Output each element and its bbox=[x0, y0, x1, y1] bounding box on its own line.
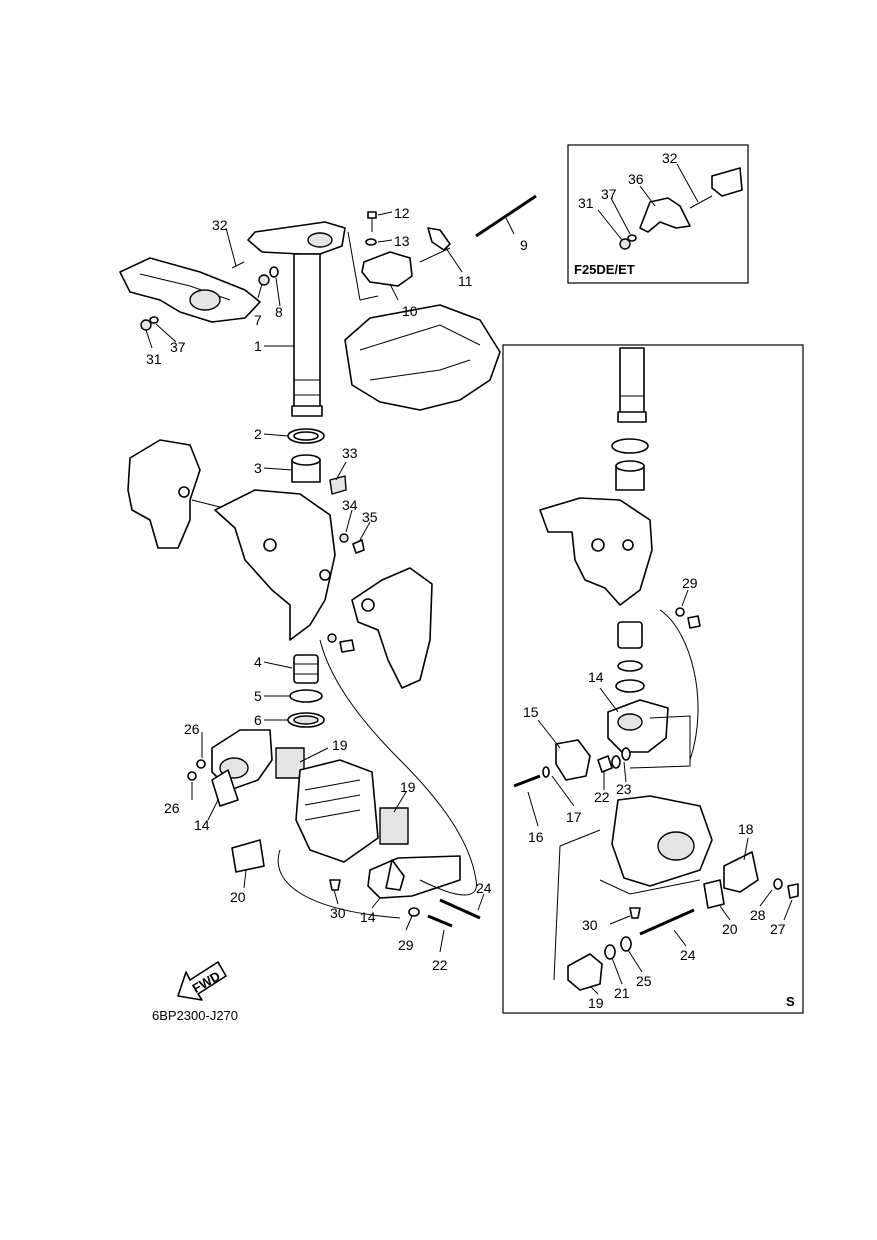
s-callout-16: 16 bbox=[528, 829, 544, 845]
inset-section-s: 29 14 15 16 17 18 19 20 21 22 23 24 25 2… bbox=[502, 344, 804, 1014]
s-callout-24: 24 bbox=[680, 947, 696, 963]
callout-10: 10 bbox=[402, 303, 418, 319]
callout-8: 8 bbox=[275, 304, 283, 320]
callout-35: 35 bbox=[362, 509, 378, 525]
callout-22: 22 bbox=[432, 957, 448, 973]
s-callout-21: 21 bbox=[614, 985, 630, 1001]
callout-2: 2 bbox=[254, 426, 262, 442]
callout-31: 31 bbox=[146, 351, 162, 367]
callout-26-upper: 26 bbox=[184, 721, 200, 737]
callout-7: 7 bbox=[254, 312, 262, 328]
s-callout-25: 25 bbox=[636, 973, 652, 989]
callout-13: 13 bbox=[394, 233, 410, 249]
callout-37: 37 bbox=[170, 339, 186, 355]
callout-29: 29 bbox=[398, 937, 414, 953]
callout-19-upper: 19 bbox=[332, 737, 348, 753]
s-callout-28: 28 bbox=[750, 907, 766, 923]
inset-f25de-et: 31 37 36 32 F25DE/ET bbox=[567, 144, 749, 284]
s-callout-14: 14 bbox=[588, 669, 604, 685]
callout-26-lower: 26 bbox=[164, 800, 180, 816]
s-callout-30: 30 bbox=[582, 917, 598, 933]
callout-1: 1 bbox=[254, 338, 262, 354]
inset-callout-37: 37 bbox=[601, 186, 617, 202]
callout-19-lower: 19 bbox=[400, 779, 416, 795]
s-callout-19: 19 bbox=[588, 995, 604, 1011]
callout-4: 4 bbox=[254, 654, 262, 670]
main-assembly: 1 2 3 4 5 6 7 8 9 10 11 12 13 14 14 19 1… bbox=[119, 194, 537, 973]
s-callout-29: 29 bbox=[682, 575, 698, 591]
s-callout-23: 23 bbox=[616, 781, 632, 797]
s-callout-20: 20 bbox=[722, 921, 738, 937]
s-callout-15: 15 bbox=[523, 704, 539, 720]
diagram-code: 6BP2300-J270 bbox=[152, 1008, 238, 1023]
s-callout-27: 27 bbox=[770, 921, 786, 937]
callout-24: 24 bbox=[476, 880, 492, 896]
callout-5: 5 bbox=[254, 688, 262, 704]
section-mark: S bbox=[786, 994, 795, 1009]
callout-3: 3 bbox=[254, 460, 262, 476]
callout-32: 32 bbox=[212, 217, 228, 233]
s-callout-17: 17 bbox=[566, 809, 582, 825]
s-callout-22: 22 bbox=[594, 789, 610, 805]
inset-title: F25DE/ET bbox=[574, 262, 635, 277]
callout-11: 11 bbox=[458, 273, 473, 289]
callout-14-left: 14 bbox=[194, 817, 210, 833]
s-callout-18: 18 bbox=[738, 821, 754, 837]
callout-30: 30 bbox=[330, 905, 346, 921]
fwd-arrow-icon: FWD bbox=[177, 961, 227, 1001]
inset-callout-31: 31 bbox=[578, 195, 594, 211]
callout-12: 12 bbox=[394, 205, 410, 221]
callout-14-right: 14 bbox=[360, 909, 376, 925]
callout-34: 34 bbox=[342, 497, 358, 513]
inset-callout-36: 36 bbox=[628, 171, 644, 187]
callout-6: 6 bbox=[254, 712, 262, 728]
callout-33: 33 bbox=[342, 445, 358, 461]
callout-9: 9 bbox=[520, 237, 528, 253]
callout-20: 20 bbox=[230, 889, 246, 905]
inset-callout-32: 32 bbox=[662, 150, 678, 166]
